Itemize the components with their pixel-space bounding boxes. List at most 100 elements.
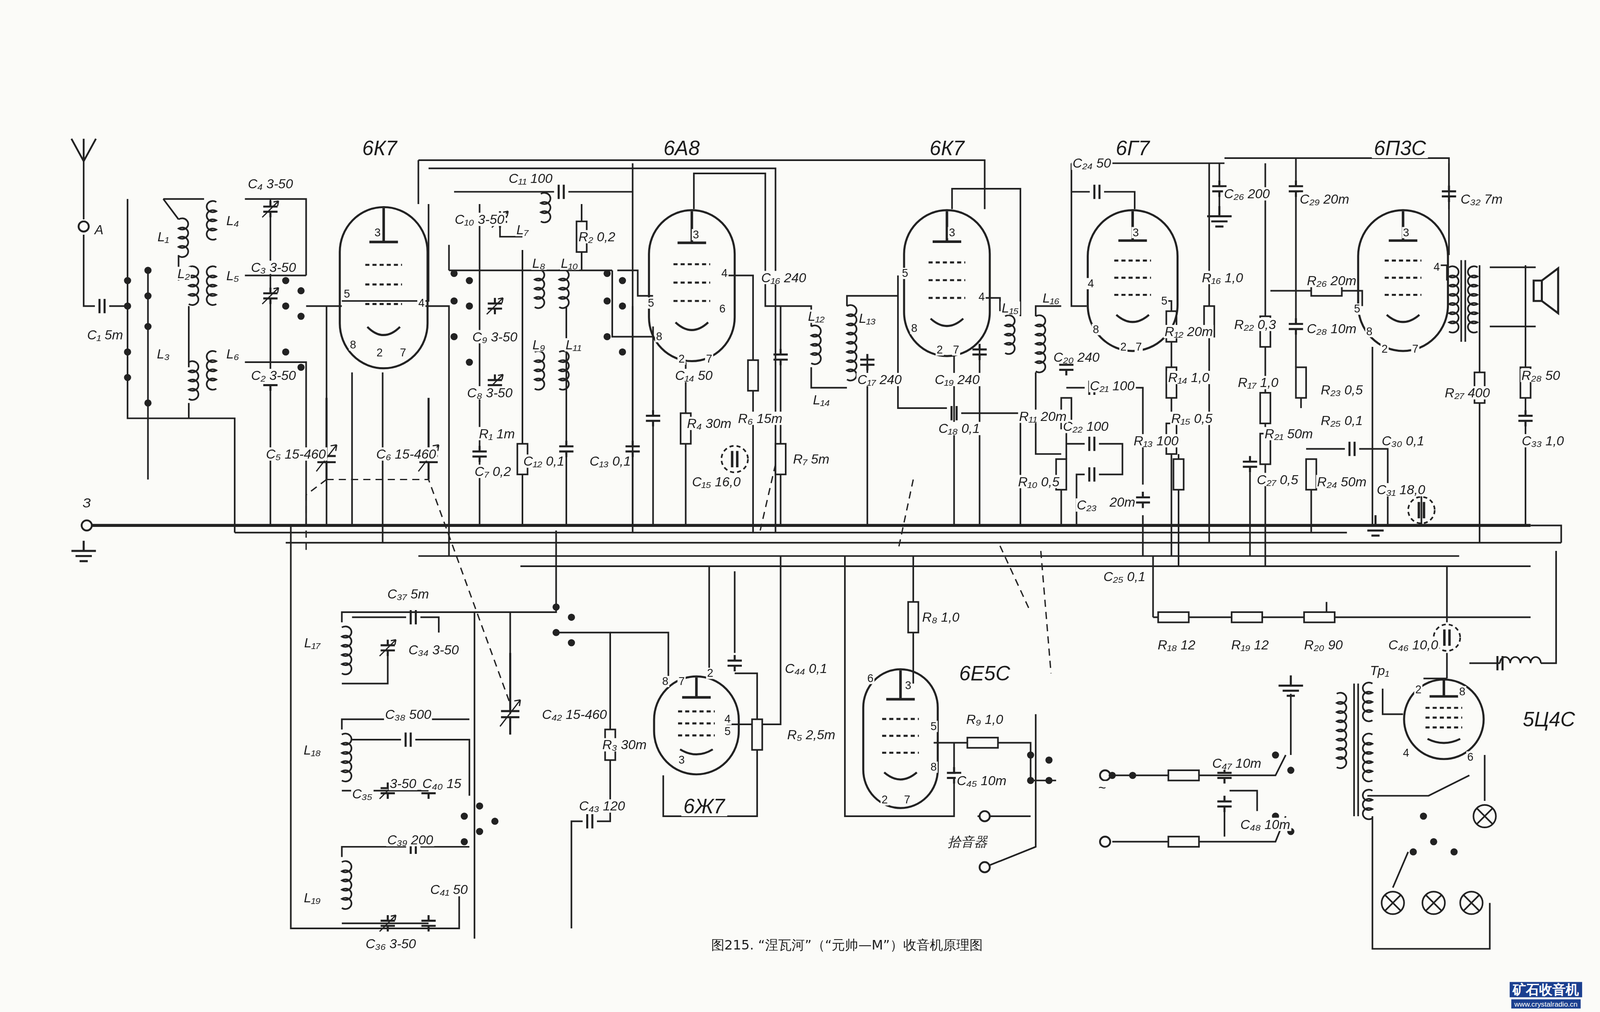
wire	[1306, 448, 1345, 450]
wire	[428, 168, 776, 533]
part-label: C₄₅ 10т	[955, 774, 1008, 788]
part-label: C₃₉ 200	[386, 833, 435, 847]
switch-contact	[450, 333, 458, 341]
wire	[1229, 790, 1258, 811]
capacitor-symbol	[1089, 436, 1095, 452]
capacitor-symbol	[727, 654, 742, 672]
pin-number: 3	[677, 754, 686, 766]
wire	[1300, 397, 1302, 409]
coil-symbol	[540, 192, 551, 223]
lamp-symbol	[1473, 805, 1496, 828]
switch-contact	[1108, 772, 1116, 780]
part-label: R₂₀ 90	[1303, 638, 1344, 652]
capacitor-symbol	[472, 445, 487, 462]
switch-contact	[1027, 777, 1035, 785]
switch-contact	[144, 267, 152, 275]
part-label: C₃₀ 0,1	[1380, 434, 1426, 448]
pin-number: 7	[677, 676, 686, 688]
part-label: C₁₅ 16,0	[690, 474, 742, 489]
part-label: C₂₈ 10т	[1305, 322, 1358, 336]
switch-contact	[144, 292, 152, 300]
lamp-symbol	[1460, 891, 1483, 915]
wire	[1489, 266, 1536, 269]
capacitor-symbol	[379, 639, 396, 656]
wire	[1152, 616, 1531, 619]
wire	[631, 305, 634, 444]
resistor-symbol	[1168, 770, 1199, 781]
resistor-symbol	[1173, 459, 1184, 490]
part-label: R₃ 30т	[601, 738, 648, 752]
wire	[1249, 472, 1252, 556]
wire	[1071, 190, 1090, 193]
lamp-symbol	[1422, 891, 1445, 915]
resistor-symbol	[967, 737, 999, 749]
pin-number: 2	[375, 347, 384, 359]
part-label: C₃₃ 1,0	[1520, 434, 1565, 448]
switch-contact	[282, 348, 290, 356]
capacitor-symbol	[99, 298, 105, 314]
pin-number: 7	[1411, 343, 1420, 355]
tube-type: 5Ц4С	[1520, 709, 1578, 730]
capacitor-symbol	[410, 610, 416, 625]
wire	[1372, 816, 1490, 949]
wire	[1310, 489, 1312, 533]
part-label: C₃ 3-50	[250, 260, 298, 275]
tube-envelope	[653, 675, 741, 776]
coil-symbol	[534, 351, 545, 390]
part-label: C₄₂ 15-460	[541, 707, 609, 721]
wire	[684, 443, 687, 526]
part-label: L₁₃	[857, 311, 877, 325]
part-label: R₂₁ 50т	[1263, 427, 1314, 441]
part-label: C₇ 0,2	[473, 464, 513, 479]
wire	[912, 555, 915, 602]
wire	[1060, 489, 1063, 526]
coil-symbol	[1362, 733, 1373, 782]
switch-contact	[1128, 772, 1136, 780]
wire	[631, 163, 634, 533]
pin-number: 4	[720, 267, 729, 280]
gang-link	[305, 479, 327, 552]
wire	[290, 525, 460, 929]
pin-number: 5	[1352, 303, 1362, 315]
wire	[565, 305, 568, 444]
resistor-symbol	[908, 601, 919, 633]
part-label: R₁₄ 1,0	[1166, 370, 1211, 385]
part-label: C₆ 15-460	[375, 447, 438, 461]
pin-number: 3	[947, 226, 957, 239]
resistor-symbol	[748, 360, 759, 391]
wire	[1066, 442, 1085, 445]
wire	[163, 199, 179, 220]
part-label: C₉ 3-50	[471, 329, 519, 344]
lamp-symbol	[1381, 891, 1404, 915]
wire	[733, 571, 736, 653]
part-label: R₁₇ 1,0	[1236, 375, 1280, 390]
part-label: C₈ 3-50	[466, 386, 514, 400]
wire	[83, 234, 95, 307]
part-label: C₃₄ 3-50	[407, 643, 460, 657]
part-label: L₁₇	[303, 636, 322, 650]
wire	[1420, 495, 1423, 526]
capacitor-symbol	[951, 406, 957, 421]
wire	[1294, 158, 1297, 182]
part-label: L₁₁	[564, 338, 583, 352]
pin-number: 6	[866, 673, 875, 685]
pin-number: 4	[1086, 278, 1095, 290]
capacitor-symbol	[1135, 491, 1151, 508]
resistor-symbol	[1306, 459, 1317, 490]
pin-number: 5	[723, 726, 732, 738]
wire	[1224, 158, 1449, 210]
transformer-core	[1354, 260, 1466, 817]
components	[71, 138, 1559, 932]
wire	[420, 617, 439, 633]
capacitor-symbol	[1217, 796, 1232, 813]
wire	[415, 739, 470, 797]
part-label: C₃₅	[351, 787, 374, 801]
wire	[245, 362, 307, 526]
switch-contact	[552, 629, 560, 637]
capacitor-symbol	[645, 410, 661, 427]
terminal-symbol	[979, 811, 990, 822]
watermark: 矿石收音机	[1509, 981, 1583, 998]
part-label: C₂₃	[1075, 498, 1098, 512]
part-label: C₁ 5т	[86, 327, 125, 342]
coil-symbol	[1005, 315, 1015, 355]
